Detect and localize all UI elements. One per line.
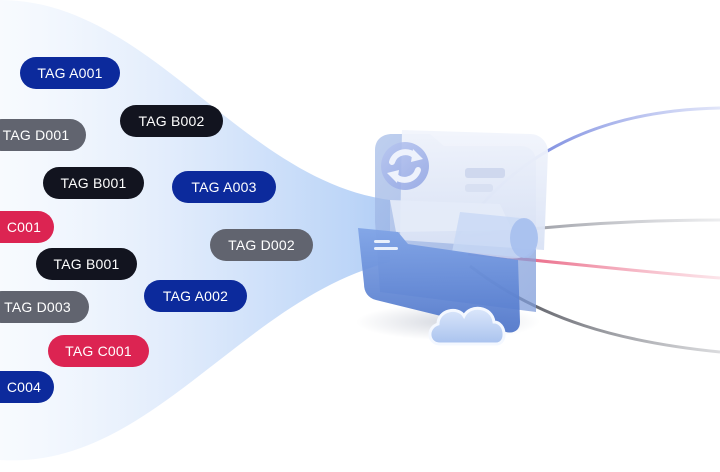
sync-icon (381, 142, 429, 190)
cloud-icon (428, 306, 506, 346)
tag-c004-partial: C004 (0, 371, 54, 403)
tag-a001: TAG A001 (20, 57, 120, 89)
tag-b001: TAG B001 (43, 167, 144, 199)
tag-c001-partial: C001 (0, 211, 54, 243)
tag-d001: TAG D001 (0, 119, 86, 151)
tag-b002: TAG B002 (120, 105, 223, 137)
tag-b001: TAG B001 (36, 248, 137, 280)
tag-d002: TAG D002 (210, 229, 313, 261)
tag-d003: TAG D003 (0, 291, 89, 323)
folder-icon (358, 130, 548, 333)
tag-c001: TAG C001 (48, 335, 149, 367)
tag-a003: TAG A003 (172, 171, 276, 203)
tag-a002: TAG A002 (144, 280, 247, 312)
